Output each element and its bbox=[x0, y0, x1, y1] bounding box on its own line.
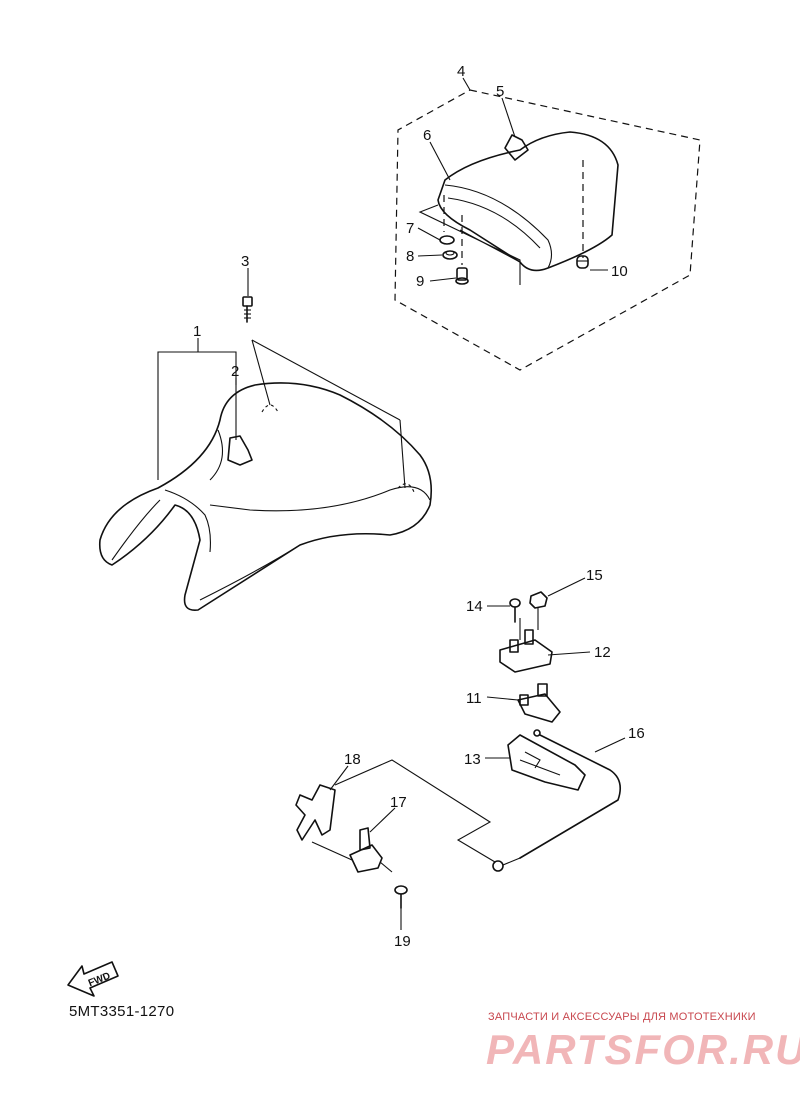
bolt-3 bbox=[242, 296, 253, 323]
callout-8: 8 bbox=[406, 248, 414, 265]
leader-lines bbox=[157, 77, 626, 930]
callout-10: 10 bbox=[611, 263, 628, 280]
main-seat bbox=[98, 339, 433, 612]
callout-9: 9 bbox=[416, 273, 424, 290]
callout-4: 4 bbox=[457, 63, 465, 80]
rear-seat-cover-bump bbox=[504, 134, 529, 161]
main-seat-outline bbox=[98, 382, 433, 612]
callout-12: 12 bbox=[594, 644, 611, 661]
callout-15: 15 bbox=[586, 567, 603, 584]
rear-seat-dashed-outline bbox=[394, 89, 701, 371]
callout-6: 6 bbox=[423, 127, 431, 144]
callout-labels: 1 2 3 4 5 6 7 8 9 10 11 12 13 14 15 16 1… bbox=[193, 63, 645, 950]
callout-11: 11 bbox=[466, 690, 482, 707]
lock-assembly bbox=[492, 591, 621, 872]
callout-7: 7 bbox=[406, 220, 414, 237]
fwd-arrow-icon: FWD bbox=[67, 961, 119, 997]
seat-lock-13 bbox=[507, 734, 586, 791]
rear-seat-group bbox=[394, 89, 701, 371]
callout-5: 5 bbox=[496, 83, 504, 100]
watermark-logo: PARTSFOR.RU bbox=[486, 1026, 800, 1073]
callout-16: 16 bbox=[628, 725, 645, 742]
callout-18: 18 bbox=[344, 751, 361, 768]
damper-8 bbox=[442, 250, 458, 260]
cable-route-line bbox=[334, 759, 496, 863]
cable-bracket-18 bbox=[295, 784, 336, 841]
callout-2: 2 bbox=[231, 363, 239, 380]
screw-14 bbox=[509, 598, 521, 623]
callout-1: 1 bbox=[193, 323, 201, 340]
collar-9 bbox=[455, 267, 469, 285]
seat-lock-cable-16 bbox=[519, 734, 621, 859]
screw-19 bbox=[394, 885, 408, 909]
callout-17: 17 bbox=[390, 794, 407, 811]
callout-13: 13 bbox=[464, 751, 481, 768]
bolt-15 bbox=[529, 591, 548, 630]
callout-19: 19 bbox=[394, 933, 411, 950]
lock-plate-12 bbox=[499, 639, 553, 673]
watermark-subtitle: ЗАПЧАСТИ И АКСЕССУАРЫ ДЛЯ МОТОТЕХНИКИ bbox=[488, 1011, 756, 1023]
seat-label-patch bbox=[227, 435, 253, 466]
callout-3: 3 bbox=[241, 253, 249, 270]
diagram-code: 5MT3351-1270 bbox=[69, 1003, 175, 1020]
callout-14: 14 bbox=[466, 598, 483, 615]
fwd-label: FWD bbox=[87, 971, 112, 990]
lock-bracket-11 bbox=[517, 693, 561, 723]
rear-seat-cushion bbox=[437, 131, 619, 272]
grommet-7 bbox=[439, 235, 455, 245]
damper-10 bbox=[576, 255, 589, 269]
key-cylinder-17 bbox=[349, 827, 393, 873]
